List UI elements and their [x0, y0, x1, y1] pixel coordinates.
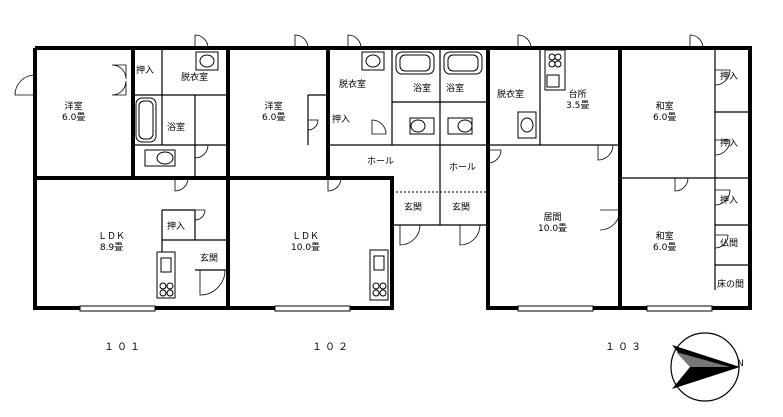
room-western-102: 洋室 6.0畳 — [262, 102, 285, 124]
butsuma-label-103: 仏間 — [720, 239, 739, 249]
closet-label-103-1: 押入 — [720, 72, 739, 82]
room-living-103: 居間 10.0畳 — [538, 213, 567, 235]
room-washitsu-top-103: 和室 6.0畳 — [653, 102, 676, 124]
unit-101-walls — [33, 46, 230, 312]
entrance-label-102: 玄関 — [404, 203, 423, 213]
dressing-room-label-103: 脱衣室 — [497, 90, 525, 100]
room-name: 和室 — [655, 102, 674, 112]
room-ldk-101: ＬＤＫ 8.9畳 — [98, 232, 125, 254]
room-size: 6.0畳 — [653, 243, 677, 253]
unit-number-102: １０２ — [312, 342, 351, 353]
unit-101-fixtures — [14, 34, 226, 299]
room-name: ＬＤＫ — [98, 232, 126, 242]
room-size: 10.0畳 — [538, 224, 568, 234]
hall-label-103: ホール — [449, 163, 477, 173]
bath-label-102: 浴室 — [413, 84, 432, 94]
room-name: ＬＤＫ — [292, 232, 320, 242]
room-washitsu-bottom-103: 和室 6.0畳 — [653, 232, 676, 254]
room-name: 洋室 — [264, 102, 283, 112]
hall-label-102: ホール — [367, 157, 395, 167]
unit-102-walls — [228, 46, 488, 312]
room-name: 和室 — [655, 232, 674, 242]
room-size: 6.0畳 — [653, 113, 677, 123]
bath-label-103: 浴室 — [446, 84, 465, 94]
unit-103-walls — [486, 46, 752, 312]
room-name: 洋室 — [64, 102, 83, 112]
room-size: 8.9畳 — [99, 243, 124, 253]
entrance-label-103: 玄関 — [452, 203, 471, 213]
dressing-room-label-101: 脱衣室 — [181, 73, 209, 83]
tokonoma-label-103: 床の間 — [717, 280, 745, 290]
room-size: 10.0畳 — [291, 243, 321, 253]
room-size: 6.0畳 — [62, 113, 86, 123]
svg-text:N: N — [737, 359, 744, 369]
room-size: 3.5畳 — [566, 101, 590, 111]
entrance-label-101: 玄関 — [200, 254, 219, 264]
closet-label-103-3: 押入 — [720, 196, 739, 206]
unit-102-fixtures — [294, 34, 483, 301]
unit-number-103: １０３ — [605, 342, 644, 353]
closet-label-102: 押入 — [332, 115, 351, 125]
unit-number-101: １０１ — [104, 342, 143, 353]
room-western-101: 洋室 6.0畳 — [62, 102, 85, 124]
unit-103-fixtures — [487, 34, 731, 249]
north-arrow-icon: N — [670, 332, 744, 402]
closet-label-103-2: 押入 — [720, 139, 739, 149]
room-name: 台所 — [568, 90, 587, 100]
closet-label-101-top: 押入 — [136, 66, 155, 76]
closet-label-101-mid: 押入 — [167, 222, 186, 232]
dressing-room-label-102: 脱衣室 — [339, 80, 367, 90]
room-ldk-102: ＬＤＫ 10.0畳 — [291, 232, 320, 254]
room-size: 6.0畳 — [262, 113, 286, 123]
room-kitchen-103: 台所 3.5畳 — [566, 90, 589, 112]
bath-label-101: 浴室 — [167, 123, 186, 133]
room-name: 居間 — [543, 213, 562, 223]
